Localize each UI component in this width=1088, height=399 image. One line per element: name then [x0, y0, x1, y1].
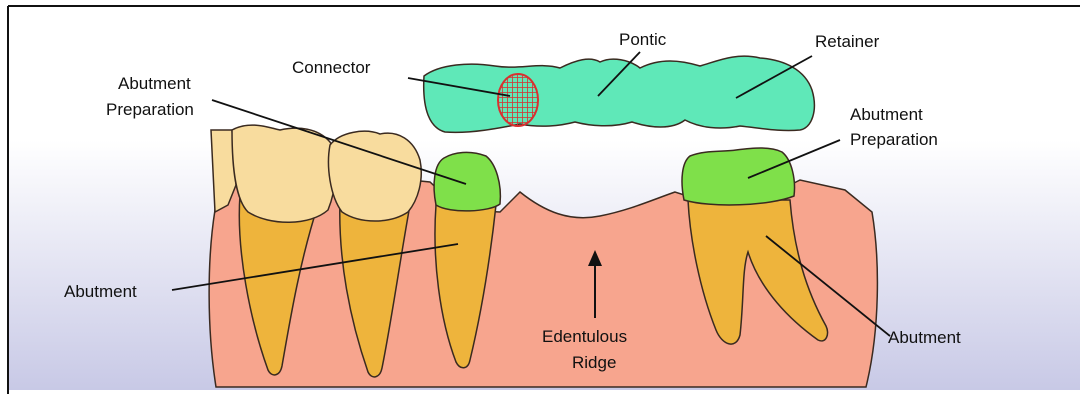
- label-abutment-prep-left-line2: Preparation: [106, 100, 194, 119]
- label-retainer: Retainer: [815, 32, 880, 51]
- bridge-prosthesis: [424, 56, 815, 132]
- label-abutment-left: Abutment: [64, 282, 137, 301]
- label-pontic: Pontic: [619, 30, 667, 49]
- label-edentulous-line2: Ridge: [572, 353, 616, 372]
- connector-highlight: [498, 74, 538, 126]
- left-abutment-preparation: [434, 152, 500, 211]
- tooth-1-crown: [232, 125, 336, 222]
- label-abutment-prep-right-line1: Abutment: [850, 105, 923, 124]
- label-abutment-prep-left-line1: Abutment: [118, 74, 191, 93]
- label-abutment-prep-right-line2: Preparation: [850, 130, 938, 149]
- label-edentulous-line1: Edentulous: [542, 327, 627, 346]
- tooth-2-crown: [329, 131, 422, 221]
- label-abutment-right: Abutment: [888, 328, 961, 347]
- label-connector: Connector: [292, 58, 371, 77]
- right-abutment-preparation: [682, 148, 795, 205]
